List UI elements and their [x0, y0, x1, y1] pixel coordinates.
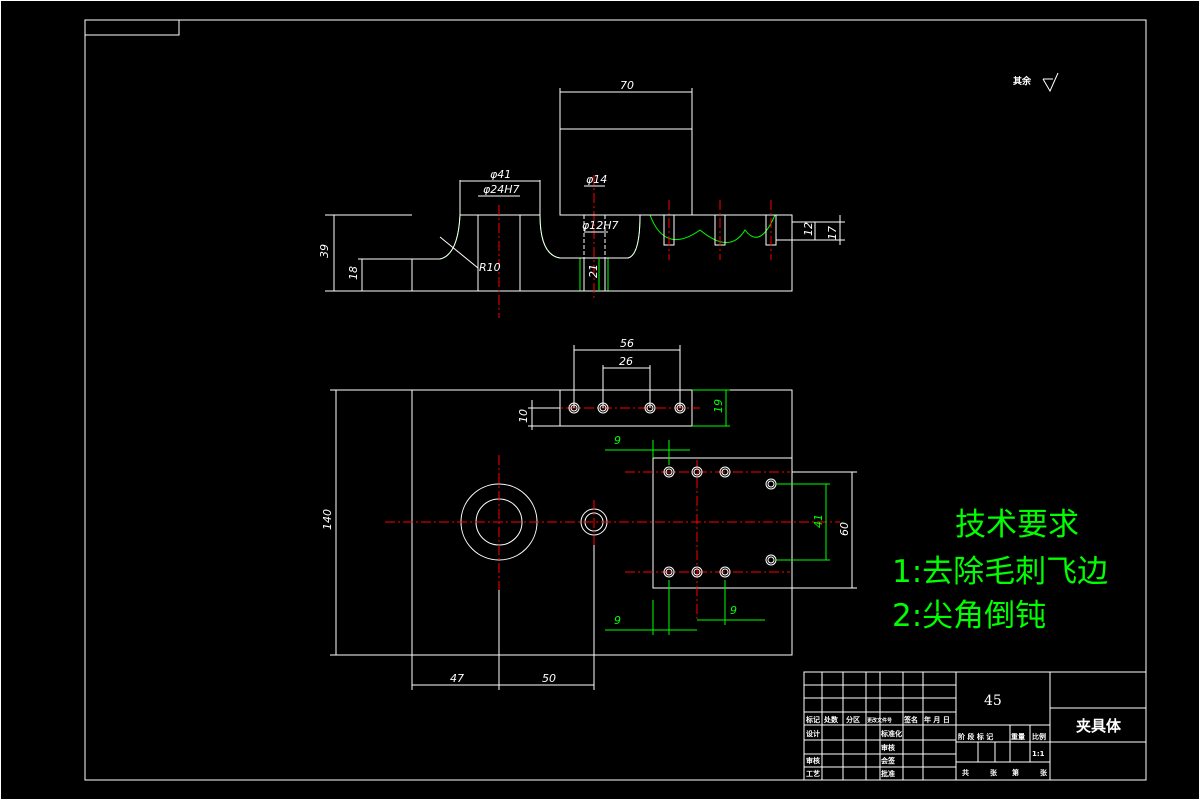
dim-9-bottom-left: 9	[614, 614, 621, 627]
top-left-stamp	[84, 19, 180, 36]
drawing-frame	[84, 19, 1147, 781]
tb-zhongliang: 重量	[1011, 732, 1025, 741]
tb-sheji: 设计	[806, 729, 820, 738]
dim-phi41: φ41	[490, 168, 511, 181]
tb-biaoji: 标记	[805, 715, 820, 724]
dim-12: 12	[802, 222, 815, 236]
dim-18: 18	[347, 266, 360, 280]
tech-req-item-2: 2:尖角倒钝	[892, 598, 1047, 634]
dim-47: 47	[450, 672, 464, 685]
scale: 1:1	[1032, 750, 1045, 758]
material: 45	[984, 693, 1002, 709]
top-view: 56 26 10 19 9 140 41 60	[321, 337, 857, 690]
tb-gongyi: 工艺	[806, 769, 820, 778]
dim-70: 70	[620, 79, 634, 92]
front-view: 70 φ41 φ24H7 φ14 φ12H7 39 18 R10 21	[318, 79, 845, 318]
tb-jieduan: 阶 段 标 记	[958, 732, 993, 741]
dim-26: 26	[619, 355, 633, 368]
tb-huiqian: 会签	[881, 756, 896, 765]
dim-10: 10	[517, 409, 530, 423]
tb-biaozhunhua: 标准化	[880, 729, 902, 738]
dim-41: 41	[812, 514, 825, 528]
dim-9-top: 9	[614, 434, 621, 447]
tb-di: 第	[1012, 768, 1019, 777]
dim-19: 19	[712, 399, 725, 413]
dim-phi12h7: φ12H7	[582, 219, 619, 232]
dim-phi24h7: φ24H7	[483, 183, 520, 196]
tb-shenhe-right: 审核	[881, 743, 895, 752]
dim-r10: R10	[479, 261, 501, 274]
tb-fenqu: 分区	[846, 715, 860, 724]
dim-56: 56	[620, 337, 634, 350]
dim-phi14: φ14	[586, 173, 607, 186]
tb-genggai: 更改文件号	[867, 717, 892, 724]
tb-zhang2: 张	[1040, 768, 1048, 777]
dim-60: 60	[838, 522, 851, 536]
dim-21: 21	[587, 264, 600, 278]
tech-req-title: 技术要求	[955, 507, 1079, 543]
part-name: 夹具体	[1076, 717, 1122, 735]
tb-gong: 共	[962, 768, 969, 777]
roughness-icon	[1042, 72, 1059, 93]
dim-50: 50	[542, 672, 556, 685]
tb-chushu: 处数	[823, 715, 839, 724]
tb-shenhe: 审核	[806, 756, 820, 765]
dim-140: 140	[321, 509, 334, 530]
tb-pizhun: 批准	[881, 769, 895, 778]
tech-req-item-1: 1:去除毛刺飞边	[892, 554, 1109, 590]
dim-17: 17	[826, 226, 839, 240]
tb-bili: 比例	[1032, 732, 1046, 741]
tb-nianyueri: 年 月 日	[924, 715, 950, 724]
tb-qianming: 签名	[903, 715, 918, 724]
dim-9-bottom-right: 9	[730, 604, 737, 617]
title-block: 标记 处数 分区 更改文件号 签名 年 月 日 设计 标准化 审核 审核 会签 …	[803, 671, 1147, 781]
surface-note: 其余	[1013, 75, 1032, 87]
dim-39: 39	[318, 244, 331, 258]
tb-zhang1: 张	[990, 768, 998, 777]
